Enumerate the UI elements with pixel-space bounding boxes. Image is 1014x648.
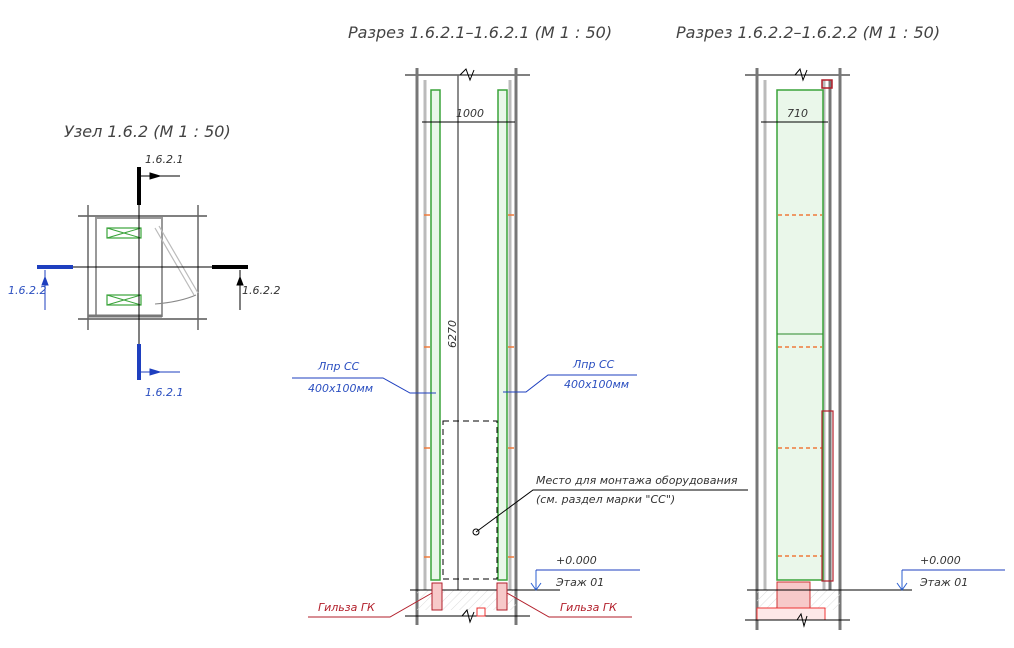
equipment-leader: [475, 489, 748, 533]
break-symbol: [459, 68, 475, 82]
small-sleeve: [476, 607, 486, 617]
floor-sleeve: [756, 607, 826, 621]
tray-right-leader: [503, 374, 637, 393]
node-title: Узел 1.6.2 (М 1 : 50): [64, 122, 231, 141]
mark-top-label: 1.6.2.1: [145, 153, 183, 166]
elevation-arrow-icon: [896, 570, 908, 591]
level-label: Этаж 01: [919, 576, 968, 589]
sleeve-left-leader: [308, 592, 433, 618]
equipment-area: [442, 420, 498, 580]
tray-left-size: 400x100мм: [308, 382, 373, 395]
door-leaf: [154, 225, 199, 296]
sleeve-right-label: Гильза ГК: [560, 601, 618, 614]
section1-title: Разрез 1.6.2.1–1.6.2.1 (М 1 : 50): [348, 23, 612, 42]
sleeve-block: [776, 581, 811, 610]
width-dimension: 1000: [456, 107, 484, 120]
break-symbol: [461, 608, 475, 624]
arrow-down-icon: [236, 270, 244, 310]
arrow-right-icon: [141, 172, 180, 180]
sleeve-left: [431, 582, 443, 611]
arrow-down-icon: [41, 270, 49, 310]
tray-brackets: [424, 214, 514, 558]
cable-tray-side: [776, 89, 824, 581]
tray-right-name: Лпр СС: [572, 358, 615, 371]
mark-bottom-label: 1.6.2.1: [145, 386, 183, 399]
sleeve-right: [496, 582, 508, 611]
tray-left-leader: [292, 377, 436, 394]
section-1: Разрез 1.6.2.1–1.6.2.1 (М 1 : 50) 1000 6…: [292, 23, 748, 625]
top-sleeve: [821, 79, 833, 89]
door-swing-arc: [154, 294, 197, 305]
mark-right-label: 1.6.2.2: [242, 284, 280, 297]
tray-cross: [106, 227, 142, 239]
elevation-value: +0.000: [920, 554, 961, 567]
section-2: Разрез 1.6.2.2–1.6.2.2 (М 1 : 50) 710 +0…: [676, 23, 1005, 630]
mark-left-label: 1.6.2.2: [8, 284, 46, 297]
node-plan: Узел 1.6.2 (М 1 : 50) 1.6.2.1 1.6.2.1 1.…: [8, 122, 280, 399]
height-dimension: 6270: [446, 320, 459, 348]
tray-right-size: 400x100мм: [564, 378, 629, 391]
equipment-note-2: (см. раздел марки "СС"): [536, 493, 675, 506]
sleeve-left-label: Гильза ГК: [318, 601, 376, 614]
leader-dot: [472, 528, 480, 536]
cable-tray-right: [497, 89, 508, 581]
width-dimension: 710: [787, 107, 808, 120]
equipment-note-1: Место для монтажа оборудования: [536, 474, 738, 487]
tray-cross: [106, 294, 142, 306]
sleeve-right-leader: [506, 592, 632, 618]
elevation-arrow-icon: [530, 570, 542, 591]
break-symbol: [794, 67, 808, 82]
door-frame: [821, 410, 834, 582]
section2-title: Разрез 1.6.2.2–1.6.2.2 (М 1 : 50): [676, 23, 940, 42]
cable-tray-left: [430, 89, 441, 581]
tray-left-name: Лпр СС: [317, 360, 360, 373]
elevation-value: +0.000: [556, 554, 597, 567]
arrow-right-icon: [141, 368, 180, 376]
break-symbol: [796, 612, 808, 628]
tray-brackets: [778, 214, 822, 557]
level-label: Этаж 01: [555, 576, 604, 589]
